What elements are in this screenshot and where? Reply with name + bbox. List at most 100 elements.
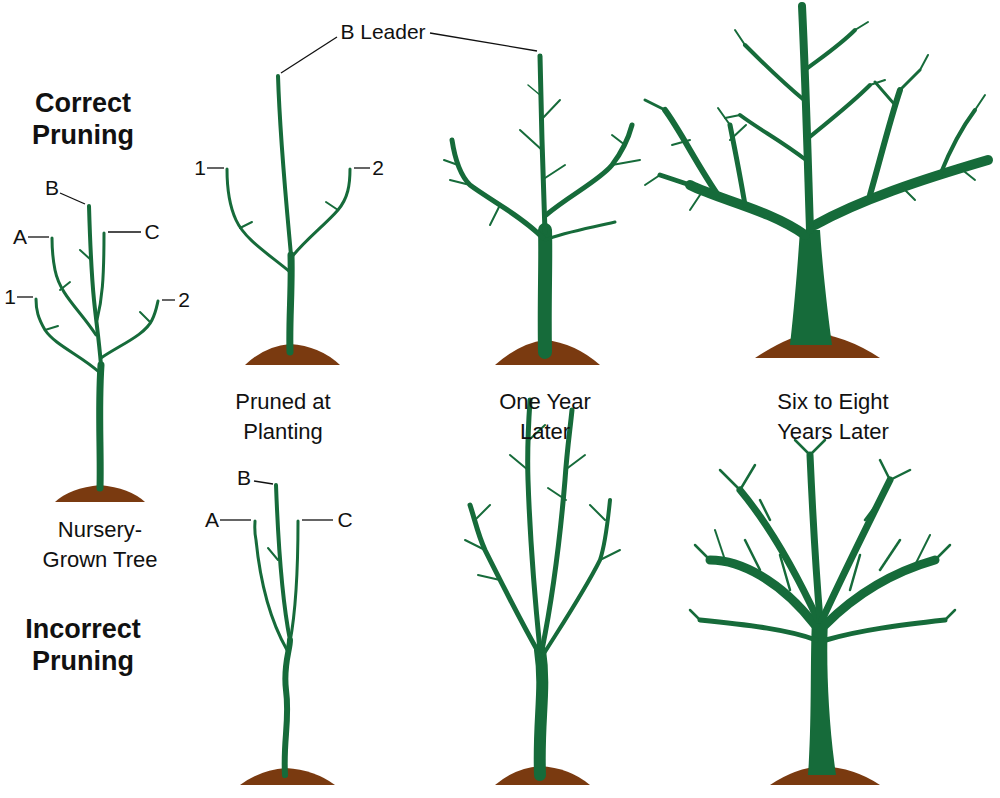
callout-number: 1 [194, 156, 206, 180]
mature-tree [660, 175, 690, 185]
pruned-tree [285, 640, 290, 775]
leader-line [60, 193, 85, 204]
one-year-tree [444, 160, 458, 165]
mature-tree [802, 6, 810, 230]
mature-tree [875, 82, 895, 105]
mature-tree [815, 160, 988, 225]
mature-tree [880, 540, 900, 570]
mature-tree [760, 500, 770, 520]
mature-tree [945, 610, 955, 620]
mature-tree [806, 85, 870, 140]
nursery-tree [89, 206, 101, 365]
one-year-tree [542, 165, 565, 180]
callout-number: 1 [4, 285, 16, 309]
row-heading: Incorrect Pruning [3, 613, 163, 677]
mature-tree [920, 55, 928, 70]
callout-number: 2 [372, 156, 384, 180]
one-year-tree [528, 85, 540, 95]
one-year-tree [490, 205, 500, 225]
one-year-tree [450, 180, 470, 185]
mature-tree [790, 230, 832, 345]
mature-tree [715, 530, 725, 560]
one-year-tree [612, 160, 640, 165]
nursery-tree [52, 238, 96, 335]
mature-tree [870, 80, 885, 85]
leader-line [254, 481, 273, 484]
stage-caption: One Year Later [488, 387, 603, 447]
mature-tree [935, 545, 950, 560]
mature-tree [710, 560, 815, 625]
leader-line [108, 231, 141, 232]
nursery-tree [36, 206, 158, 488]
callout-letter: A [205, 508, 219, 532]
leader-line [354, 167, 370, 168]
mature-tree [725, 115, 740, 118]
leader-line [17, 296, 33, 297]
pruned-tree [326, 202, 338, 210]
mature-tree [855, 22, 868, 30]
stage-caption: Nursery-Grown Tree [38, 515, 163, 575]
one-year-tree [545, 222, 615, 240]
mature-tree [700, 620, 816, 640]
callout-letter: B [45, 176, 59, 200]
one-year-tree [612, 135, 625, 145]
stage-caption: Six to Eight Years Later [756, 387, 911, 447]
stage-caption: Pruned at Planting [208, 387, 358, 447]
mature-tree [880, 460, 890, 480]
mature-tree [690, 195, 700, 210]
one-year-tree [510, 455, 528, 470]
mature-tree [690, 610, 700, 620]
mature-tree [672, 140, 690, 145]
mature-tree [695, 545, 710, 560]
mature-tree [665, 110, 720, 198]
pruned-tree [278, 76, 291, 255]
pruned-tree [227, 169, 290, 272]
one-year-tree [565, 455, 585, 470]
mature-tree [740, 490, 818, 620]
nursery-tree [100, 365, 101, 488]
mature-tree [645, 175, 660, 185]
mature-tree [645, 6, 988, 345]
one-year-tree [590, 505, 605, 520]
mature-tree [690, 440, 955, 775]
mature-tree [900, 185, 915, 200]
mature-tree [826, 620, 945, 640]
one-year-tree [520, 130, 542, 150]
callout-letter: B [237, 466, 251, 490]
one-year-tree [541, 100, 560, 120]
callout-number: 2 [178, 288, 190, 312]
soil-mound [55, 333, 880, 785]
leader-line [430, 33, 537, 51]
callout-letter: C [337, 508, 352, 532]
mature-tree [960, 168, 975, 180]
mature-tree [735, 30, 745, 45]
mature-tree [740, 115, 806, 160]
mature-tree [730, 125, 746, 140]
nursery-tree [101, 301, 158, 358]
mature-tree [805, 30, 855, 70]
mature-tree [865, 500, 880, 520]
pruned-tree [290, 521, 298, 642]
pruned-tree [268, 548, 278, 560]
one-year-tree [452, 140, 543, 238]
mature-tree [810, 455, 820, 620]
one-year-tree [540, 56, 545, 232]
leader-line [220, 519, 251, 520]
nursery-tree [36, 299, 99, 372]
one-year-tree [540, 650, 543, 775]
mature-tree [808, 620, 836, 775]
leader-line [281, 37, 337, 73]
leader-label: B Leader [340, 20, 425, 44]
pruned-tree [276, 485, 290, 640]
leader-line [28, 236, 49, 237]
pruned-tree [227, 76, 350, 352]
mature-tree [745, 45, 804, 100]
mature-tree [645, 100, 665, 110]
one-year-tree [548, 488, 566, 500]
pruned-tree [290, 255, 291, 352]
row-heading: Correct Pruning [8, 87, 158, 151]
nursery-tree [45, 326, 58, 330]
one-year-tree [478, 575, 500, 580]
pruned-tree [255, 521, 287, 650]
mature-tree [850, 555, 860, 590]
